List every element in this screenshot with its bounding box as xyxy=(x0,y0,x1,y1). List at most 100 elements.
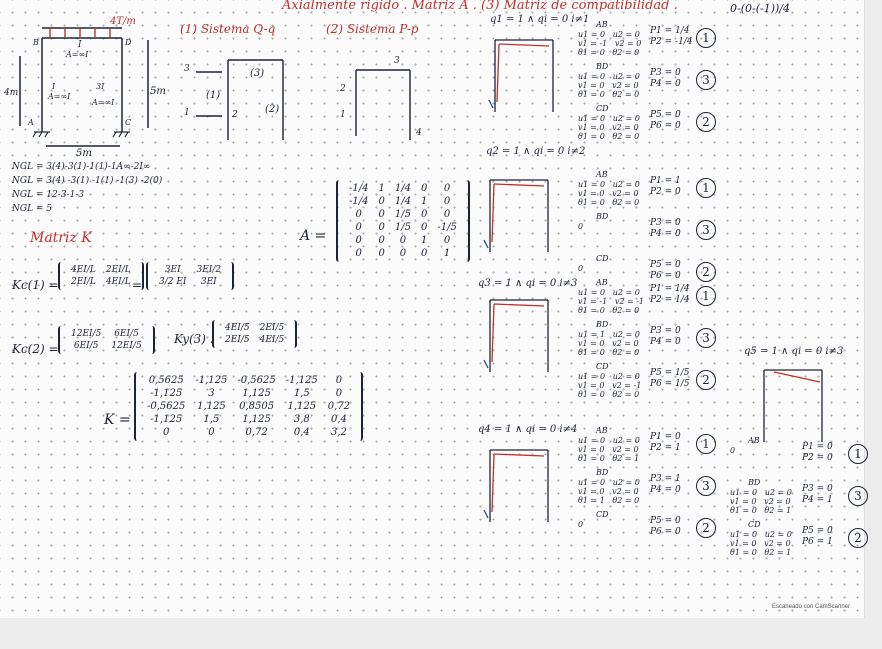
displacement-line: θ1 = 0 θ2 = 0 xyxy=(578,48,640,57)
displacement-line: v1 = 0 v2 = 0 xyxy=(578,487,639,496)
p-value: P3 = 1 xyxy=(650,474,681,484)
member-number-circle: 2 xyxy=(696,518,716,538)
kc1-label: Kc(1) = xyxy=(12,278,59,292)
a-cell: 0 xyxy=(420,248,428,259)
kc1-cell: 4EI/L xyxy=(71,265,96,275)
p-value: P1 = 1 xyxy=(650,176,681,186)
displacement-line: θ1 = 0 θ2 = 0 xyxy=(578,132,640,141)
k-cell: 1,5 xyxy=(293,388,310,399)
sistema-q-dof-2: 2 xyxy=(232,110,238,120)
kc2-cell: 6EI/5 xyxy=(73,341,99,351)
displacement-line: θ1 = 0 θ2 = 0 xyxy=(578,390,640,399)
displacement-line: u1 = 1 u2 = 0 xyxy=(578,330,640,339)
member-displacements: 0 xyxy=(578,222,583,231)
case-title: q4 = 1 ∧ qi = 0 i≠4 xyxy=(478,424,578,435)
ngl-line-3: NGL = 12-3-1-3 xyxy=(12,190,85,200)
displacement-line: u1 = 0 u2 = 0 xyxy=(730,530,792,539)
displacement-line: v1 = 0 v2 = 0 xyxy=(578,81,639,90)
a-cell: -1/4 xyxy=(349,196,369,207)
sistema-q-member-3: (3) xyxy=(250,68,265,79)
kc2-cell: 12EI/5 xyxy=(111,341,142,351)
a-cell: 1 xyxy=(443,248,451,259)
right-col-area: A=∞I xyxy=(92,98,115,107)
a-cell: 1/5 xyxy=(394,222,411,233)
displacement-line: 0 xyxy=(730,446,736,455)
ngl-line-4: NGL = 5 xyxy=(12,204,53,214)
displacement-line: v1 = 0 v2 = 0 xyxy=(730,539,791,548)
page-title: Axialmente rigido . Matriz A . (3) Matri… xyxy=(282,0,678,13)
a-cell: 1 xyxy=(420,235,428,246)
p-value: P1 = 0 xyxy=(650,432,681,442)
displacement-line: u1 = 0 u2 = 0 xyxy=(730,488,792,497)
k-cell: 0 xyxy=(335,375,343,386)
a-cell: 0 xyxy=(355,222,362,233)
displacement-line: 0 xyxy=(578,264,584,273)
p-value: P1 = 1/4 xyxy=(650,284,690,294)
k-cell: 0,72 xyxy=(245,427,268,438)
k-cell: -1,125 xyxy=(150,414,183,425)
k-cell: 0,4 xyxy=(330,414,347,425)
member-label: AB xyxy=(596,426,608,435)
a-cell: 0 xyxy=(355,248,362,259)
p-value: P4 = 1 xyxy=(802,495,833,505)
k-cell: 0,5625 xyxy=(148,375,184,386)
sistema-p-dof-2: 2 xyxy=(340,84,346,94)
displacement-line: u1 = 0 u2 = 0 xyxy=(578,478,640,487)
member-label: BD xyxy=(596,212,609,221)
member-number-circle: 2 xyxy=(696,370,716,390)
p-value: P2 = 1 xyxy=(650,443,681,453)
a-cell: 1 xyxy=(378,183,385,194)
ky3-cell: 2EI/5 xyxy=(225,335,250,345)
member-number-circle: 1 xyxy=(848,444,868,464)
displacement-line: 0 xyxy=(578,222,584,231)
a-cell: 0 xyxy=(443,183,451,194)
member-label: AB xyxy=(596,278,608,287)
displacement-line: v1 = 0 v2 = 0 xyxy=(578,189,639,198)
p-value: P1 = 0 xyxy=(802,442,833,452)
p-value: P5 = 0 xyxy=(650,516,681,526)
a-cell: 1/4 xyxy=(394,183,411,194)
member-number-circle: 2 xyxy=(696,262,716,282)
member-displacements: 0 xyxy=(730,446,735,455)
member-displacements: 0 xyxy=(578,264,583,273)
node-b: B xyxy=(33,38,39,47)
ky3-label: Ky(3) . xyxy=(174,332,214,346)
sistema-q-title: (1) Sistema Q-q xyxy=(180,22,276,36)
a-cell: 0 xyxy=(378,196,385,207)
p-value: P2 = -1/4 xyxy=(650,37,693,47)
kc1-cell: 2EI/L xyxy=(105,265,131,275)
case-title: q2 = 1 ∧ qi = 0 i≠2 xyxy=(486,146,586,157)
case-deformed-frame xyxy=(763,369,823,442)
k-cell: 1,125 xyxy=(197,401,226,412)
displacement-line: v1 = 0 v2 = 0 xyxy=(730,497,791,506)
k-cell: 0 xyxy=(163,427,170,438)
displacement-line: u1 = 0 u2 = 0 xyxy=(578,180,640,189)
frame-drawing xyxy=(19,27,149,147)
kc1-equals: = xyxy=(132,278,143,292)
member-label: BD xyxy=(596,468,609,477)
p-value: P5 = 1/5 xyxy=(650,368,690,378)
k-cell: 0,8505 xyxy=(239,401,275,412)
sistema-p-drawing xyxy=(355,69,411,140)
node-d: D xyxy=(125,38,132,47)
ngl-line-2: NGL = 3(4) -3(1) -1(1) -1(3) -2(0) xyxy=(12,176,163,186)
p-value: P5 = 0 xyxy=(650,110,681,120)
displacement-line: u1 = 0 u2 = 0 xyxy=(578,114,640,123)
kc2-cell: 12EI/5 xyxy=(71,329,102,339)
p-value: P2 = 1/4 xyxy=(650,295,690,305)
displacement-line: θ1 = 0 θ2 = 1 xyxy=(730,506,792,515)
displacement-line: u1 = 0 u2 = 0 xyxy=(578,288,640,297)
ky3-cell: 4EI/5 xyxy=(259,335,285,345)
